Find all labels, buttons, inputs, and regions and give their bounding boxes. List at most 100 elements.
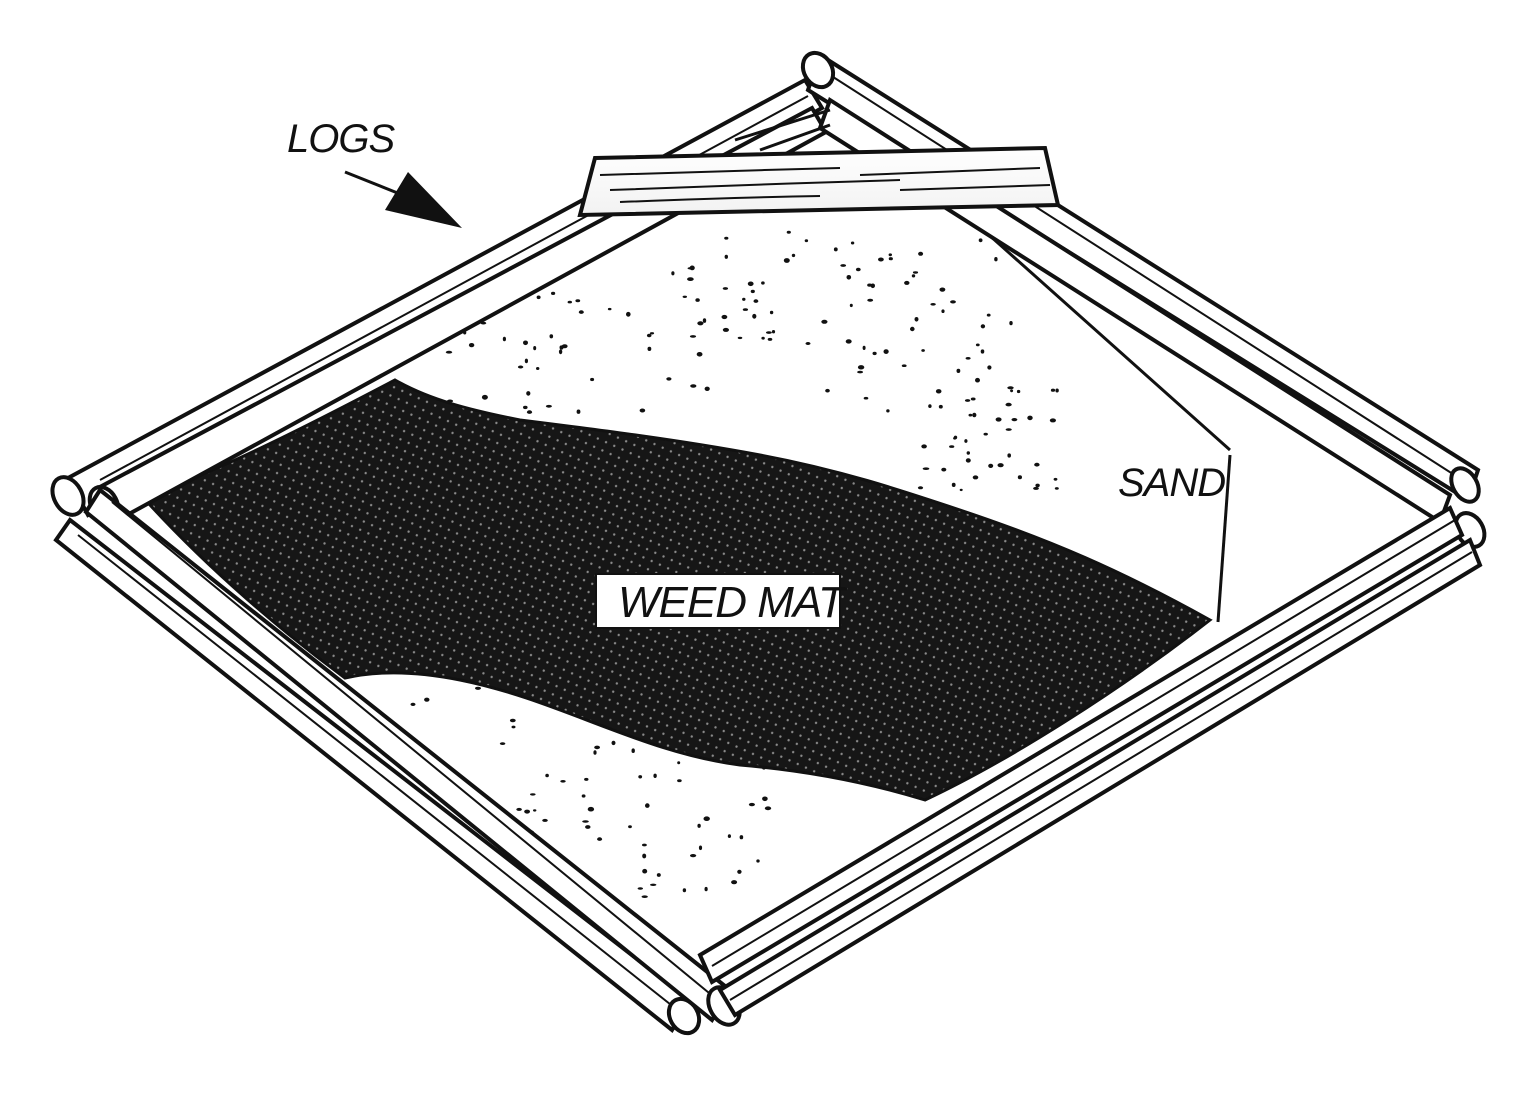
sand-speck: [704, 886, 708, 892]
sand-speck: [970, 397, 976, 401]
sand-speck: [724, 254, 728, 259]
sand-speck: [690, 854, 697, 858]
sand-speck: [638, 775, 643, 779]
sand-speck: [867, 283, 872, 287]
sand-speck: [558, 349, 563, 355]
sand-speck: [628, 825, 632, 829]
sand-speck: [917, 486, 924, 490]
sand-speck: [997, 463, 1004, 468]
sand-speck: [682, 295, 687, 298]
sand-speck: [549, 334, 554, 339]
sand-speck: [536, 295, 541, 300]
sand-speck: [639, 408, 646, 413]
label-sand: SAND: [1118, 461, 1225, 505]
sand-speck: [647, 346, 652, 351]
sand-speck: [642, 843, 647, 847]
sand-speck: [762, 796, 768, 802]
sand-speck: [642, 868, 648, 874]
arrow-icon: [344, 170, 462, 228]
sand-speck: [1005, 428, 1012, 431]
sand-speck: [524, 358, 529, 364]
sand-speck: [821, 319, 828, 324]
sand-speck: [761, 336, 765, 340]
sand-speck: [533, 346, 537, 351]
sand-speck: [582, 820, 589, 823]
sand-speck: [850, 241, 855, 245]
sand-speck: [1017, 475, 1023, 480]
label-weed-mat-box: WEED MAT: [595, 573, 849, 629]
sand-speck: [649, 332, 655, 335]
sand-speck: [517, 365, 524, 369]
sand-speck: [695, 298, 700, 302]
sand-speck: [769, 310, 774, 315]
sand-speck: [914, 317, 919, 322]
sand-speck: [545, 773, 549, 778]
sand-speck: [724, 236, 729, 240]
sand-speck: [904, 280, 910, 285]
sand-speck: [703, 816, 710, 821]
sand-speck: [653, 773, 657, 778]
sand-speck: [576, 409, 581, 414]
sand-speck: [995, 417, 1002, 422]
sand-speck: [918, 251, 924, 256]
sand-speck: [642, 853, 647, 859]
sand-speck: [752, 313, 757, 319]
sand-speck: [650, 883, 657, 886]
sand-speck: [551, 291, 556, 295]
sand-speck: [911, 274, 916, 278]
sand-speck: [677, 761, 681, 765]
sand-speck: [901, 364, 907, 368]
sand-speck: [637, 887, 643, 890]
sand-speck: [1053, 477, 1058, 481]
sand-speck: [972, 412, 977, 418]
sand-speck: [475, 686, 481, 690]
sand-speck: [516, 807, 522, 811]
sand-speck: [1016, 389, 1021, 394]
sand-speck: [523, 405, 528, 410]
sand-speck: [965, 458, 971, 463]
sand-speck: [502, 336, 506, 342]
sand-speck: [1034, 462, 1040, 467]
sand-speck: [687, 277, 694, 281]
sand-speck: [696, 352, 703, 357]
sand-speck: [833, 247, 838, 252]
sand-speck: [956, 368, 961, 373]
sand-speck: [986, 313, 991, 317]
sand-speck: [862, 345, 866, 350]
sand-speck: [737, 336, 743, 340]
sand-speck: [721, 314, 728, 320]
sand-speck: [626, 311, 631, 317]
sand-speck: [561, 344, 568, 349]
sand-speck: [1049, 418, 1056, 423]
sand-speck: [980, 349, 985, 354]
sand-speck: [575, 299, 581, 303]
sand-speck: [509, 718, 516, 723]
sand-speck: [671, 271, 675, 276]
sand-speck: [410, 702, 416, 707]
sand-speck: [689, 265, 695, 271]
sand-speck: [698, 845, 703, 851]
sand-speck: [704, 386, 710, 391]
sand-speck: [536, 367, 540, 370]
sand-speck: [499, 742, 506, 745]
sand-speck: [840, 264, 847, 267]
sand-speck: [533, 809, 537, 812]
label-weed-mat: WEED MAT: [618, 578, 848, 627]
sand-speck: [578, 310, 584, 314]
sand-speck: [731, 880, 738, 885]
sand-speck: [631, 748, 635, 753]
sand-speck: [530, 793, 536, 796]
sand-speck: [1005, 402, 1012, 407]
sand-speck: [857, 370, 863, 374]
sand-speck: [972, 475, 979, 480]
sand-speck: [690, 384, 697, 388]
log-front-left: [53, 517, 702, 1036]
sand-speck: [964, 439, 968, 443]
sand-speck: [697, 321, 704, 326]
sand-speck: [1055, 388, 1059, 393]
sand-speck: [1027, 415, 1033, 421]
sand-speck: [965, 357, 971, 360]
sand-speck: [545, 404, 552, 408]
sand-speck: [748, 802, 755, 807]
